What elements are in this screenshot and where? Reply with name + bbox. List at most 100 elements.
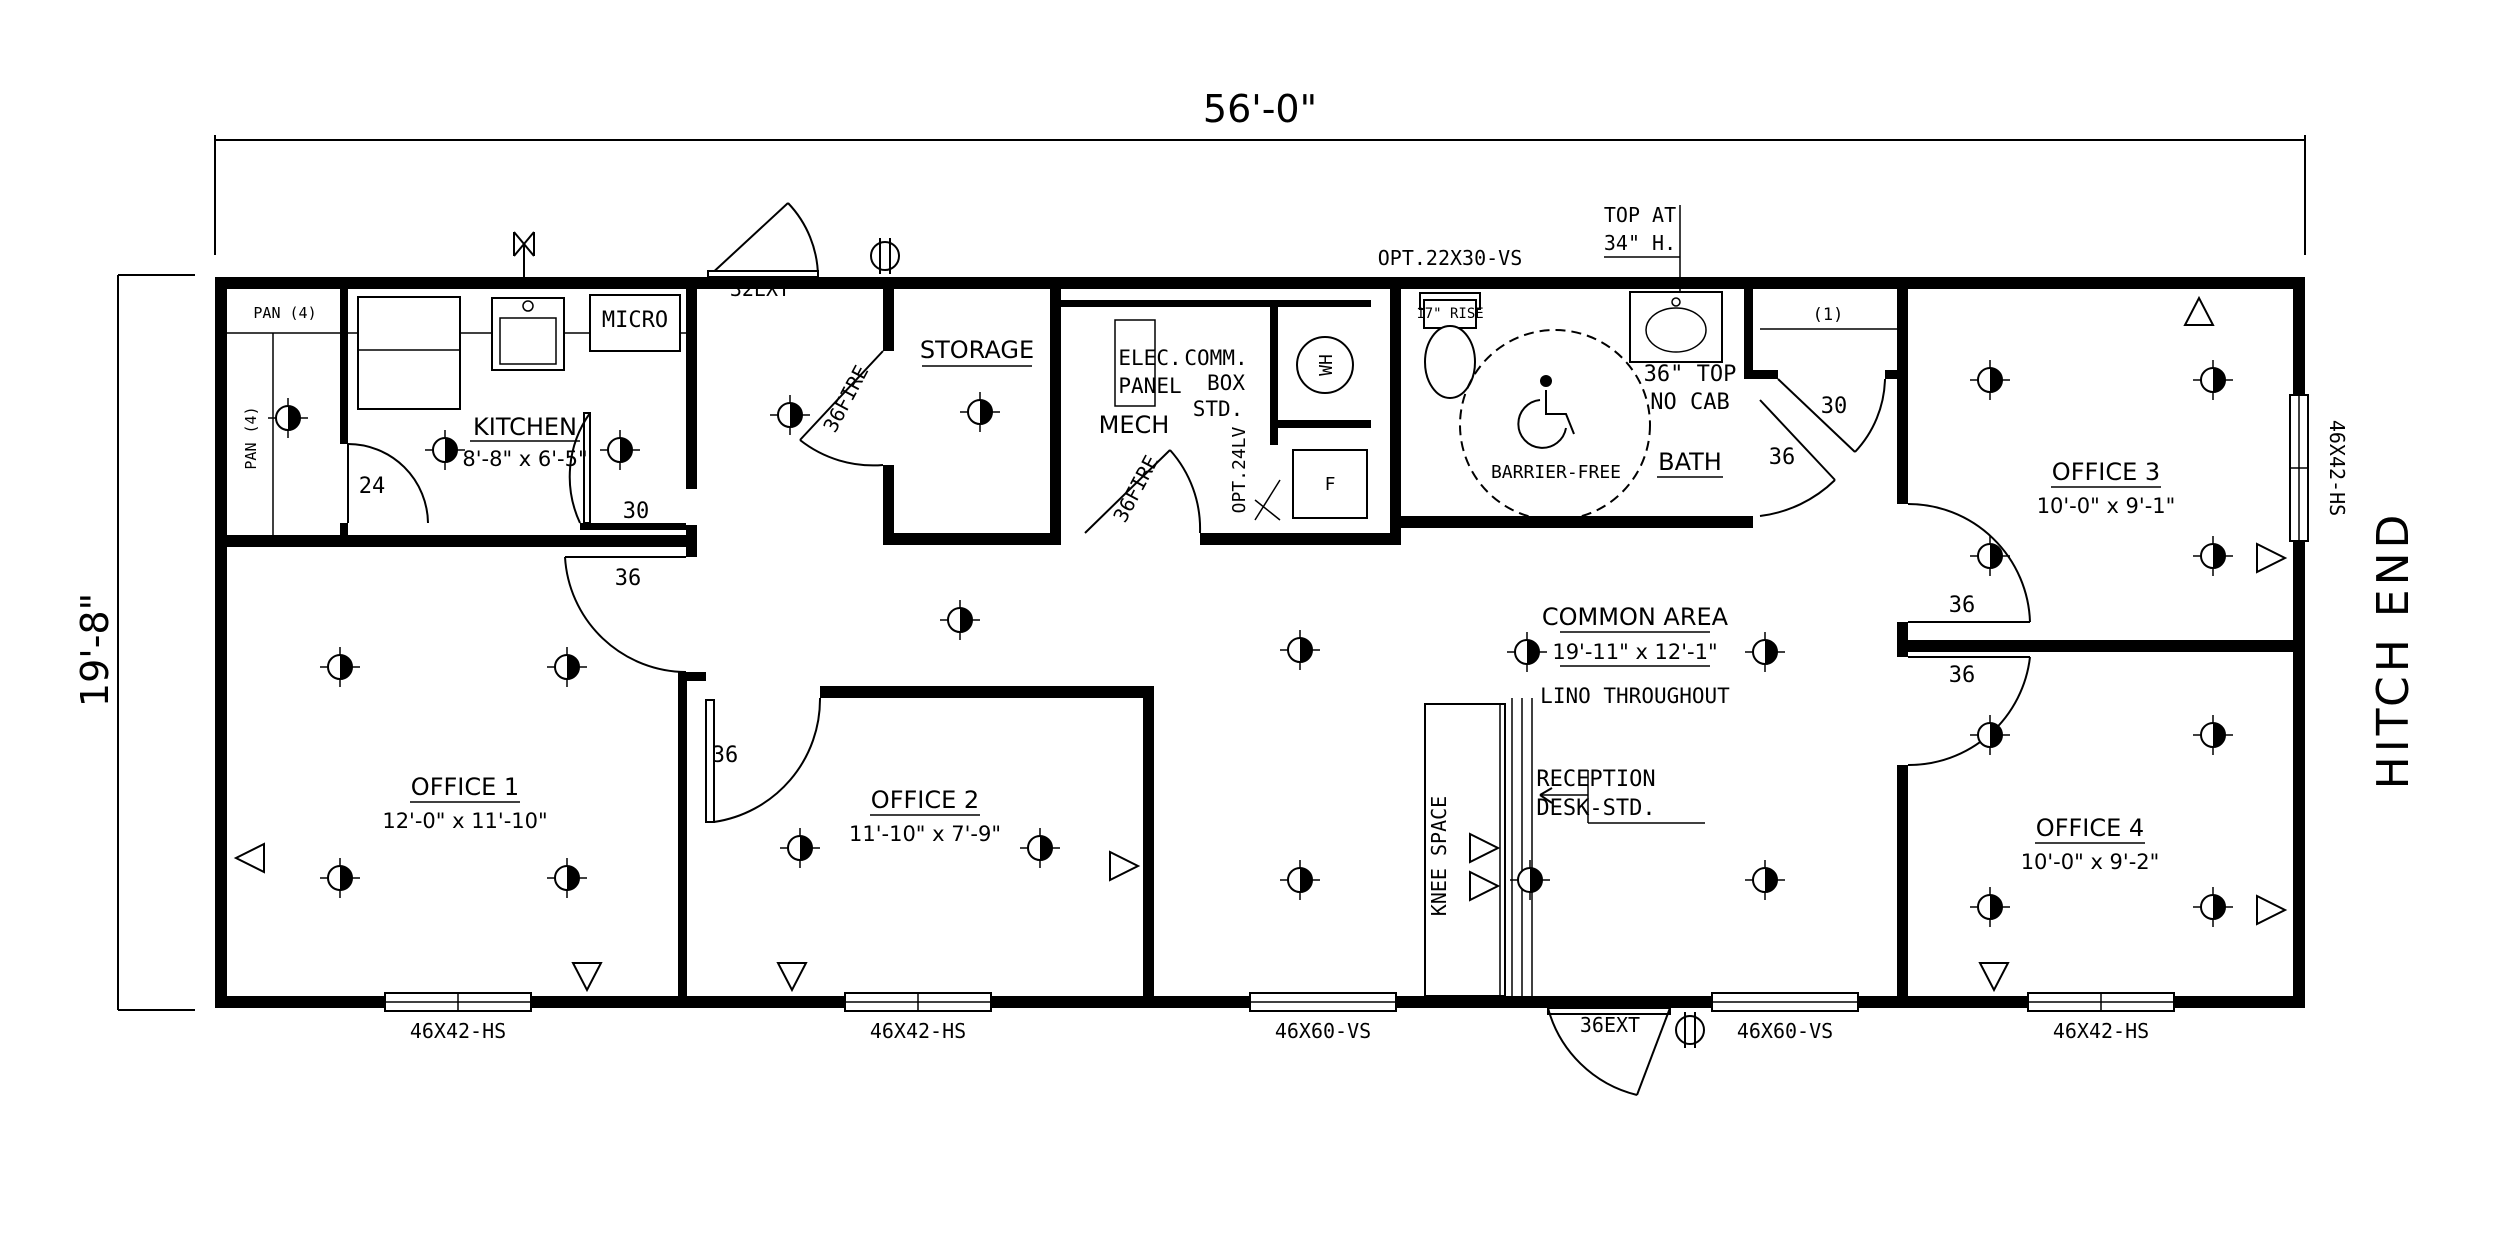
window-label-office-2: 46X42-HS	[870, 1019, 966, 1043]
hitch-end-label: HITCH END	[2368, 511, 2419, 790]
room-size-office-2: 11'-10" x 7'-9"	[849, 822, 1001, 846]
room-size-office-3: 10'-0" x 9'-1"	[2037, 494, 2176, 518]
opt-24lv-label: OPT.24LV	[1229, 426, 1250, 513]
toilet-rise-label: 17" RISE	[1416, 306, 1483, 322]
room-labels: KITCHEN 8'-8" x 6'-5" STORAGE MECH BATH …	[382, 336, 2175, 874]
kitchen-fixtures: PAN (4) PAN (4) MICRO	[227, 231, 686, 535]
room-name-office-2: OFFICE 2	[871, 786, 979, 814]
door-label-storage: 36FIRE	[818, 361, 873, 436]
depth-dimension: 19'-8"	[73, 274, 195, 1011]
gas-shutoff-icon	[513, 231, 535, 277]
door-label-ext-bottom: 36EXT	[1580, 1013, 1640, 1037]
room-size-office-1: 12'-0" x 11'-10"	[382, 809, 547, 833]
door-mech[interactable]: 36FIRE	[1084, 449, 1202, 534]
interior-walls	[227, 289, 2293, 996]
top-no-cab-label-2: NO CAB	[1650, 390, 1729, 415]
door-label-bath: 36	[1769, 445, 1796, 470]
outlet-symbols	[233, 295, 2288, 993]
room-name-bath: BATH	[1658, 448, 1722, 476]
reception-label-2: DESK-STD.	[1536, 796, 1655, 821]
door-label-kitchen: 30	[623, 499, 650, 524]
door-label-pantry: 24	[359, 474, 386, 499]
knee-space-label: KNEE SPACE	[1427, 796, 1451, 916]
window-label-common-left: 46X60-VS	[1275, 1019, 1371, 1043]
room-size-kitchen: 8'-8" x 6'-5"	[462, 447, 587, 471]
top-at-label-2: 34" H.	[1604, 231, 1676, 255]
window-label-common-right: 46X60-VS	[1737, 1019, 1833, 1043]
room-name-kitchen: KITCHEN	[473, 413, 577, 441]
bath-fixtures: OPT.22X30-VS 17" RISE BARRIER-FREE TOP A…	[1378, 203, 1898, 521]
hose-bib-icon	[1675, 1012, 1705, 1048]
elec-panel-label-2: PANEL	[1118, 374, 1181, 398]
hose-bib-icon	[870, 238, 900, 274]
turning-radius-circle	[1459, 329, 1651, 521]
window-common-right: 46X60-VS	[1711, 992, 1859, 1043]
water-heater-icon: WH	[1296, 336, 1354, 394]
room-name-common: COMMON AREA	[1542, 603, 1729, 631]
window-office-1: 46X42-HS	[384, 992, 532, 1043]
window-common-left: 46X60-VS	[1249, 992, 1397, 1043]
opt-vs-label: OPT.22X30-VS	[1378, 246, 1523, 270]
reception-desk: KNEE SPACE RECEPTION DESK-STD.	[1424, 698, 1705, 997]
door-exterior-top[interactable]: 32EXT	[707, 202, 819, 301]
door-label-ext-top: 32EXT	[730, 277, 790, 301]
light-fixtures	[268, 360, 2233, 927]
elec-panel-label-1: ELEC.	[1118, 346, 1181, 370]
door-kitchen[interactable]: 30	[568, 412, 650, 524]
room-name-office-3: OFFICE 3	[2052, 458, 2160, 486]
window-office-2: 46X42-HS	[844, 992, 992, 1043]
pan-side-label: PAN (4)	[242, 406, 260, 469]
room-name-office-1: OFFICE 1	[411, 773, 519, 801]
door-label-office-3: 36	[1949, 593, 1976, 618]
door-storage[interactable]: 36FIRE	[799, 350, 884, 467]
mech-fixtures: ELEC. PANEL COMM. BOX STD. WH F OPT.24LV	[1114, 319, 1368, 521]
windows: 46X42-HS 46X42-HS 46X60-VS 46X60-VS 46X4…	[384, 394, 2349, 1043]
pan-top-label: PAN (4)	[253, 304, 316, 322]
toilet-icon: 17" RISE	[1416, 299, 1484, 399]
water-heater-label: WH	[1316, 354, 1337, 376]
furnace-label: F	[1325, 474, 1336, 495]
room-name-mech: MECH	[1099, 411, 1170, 439]
door-pantry[interactable]: 24	[347, 443, 429, 524]
window-hitch-end: 46X42-HS	[2289, 394, 2349, 542]
width-dimension-label: 56'-0"	[1203, 87, 1317, 131]
furnace-icon: F	[1292, 449, 1368, 519]
window-label-office-4: 46X42-HS	[2053, 1019, 2149, 1043]
bath-shelf-label: (1)	[1813, 305, 1844, 325]
room-name-office-4: OFFICE 4	[2036, 814, 2144, 842]
common-floor-note: LINO THROUGHOUT	[1540, 684, 1730, 708]
comm-box-label-3: STD.	[1193, 397, 1244, 421]
room-size-office-4: 10'-0" x 9'-2"	[2021, 850, 2160, 874]
door-label-office-2: 36	[712, 743, 739, 768]
exterior-fixtures	[870, 238, 1705, 1048]
door-bath[interactable]: 36	[1759, 399, 1836, 517]
top-no-cab-label-1: 36" TOP	[1644, 362, 1737, 387]
range-icon	[357, 296, 461, 410]
door-office-1[interactable]: 36	[564, 556, 687, 673]
door-label-office-1: 36	[615, 566, 642, 591]
lavatory-icon	[1629, 291, 1723, 363]
comm-box-label-2: BOX	[1207, 371, 1245, 395]
window-office-4: 46X42-HS	[2027, 992, 2175, 1043]
room-size-common: 19'-11" x 12'-1"	[1552, 640, 1717, 664]
door-label-office-4: 36	[1949, 663, 1976, 688]
door-label-bath-inner: 30	[1821, 394, 1848, 419]
door-office-4[interactable]: 36	[1907, 656, 2031, 767]
door-label-mech: 36FIRE	[1108, 451, 1163, 526]
comm-box-label-1: COMM.	[1184, 346, 1247, 370]
width-dimension: 56'-0"	[214, 87, 2306, 255]
reception-label-1: RECEPTION	[1536, 767, 1655, 792]
sink-icon	[491, 297, 565, 371]
accessibility-icon	[1517, 375, 1575, 449]
window-label-office-1: 46X42-HS	[410, 1019, 506, 1043]
door-office-3[interactable]: 36	[1907, 503, 2031, 623]
window-label-hitch: 46X42-HS	[2325, 420, 2349, 516]
micro-label: MICRO	[602, 308, 668, 333]
door-bath-inner[interactable]: 30	[1777, 378, 1886, 453]
depth-dimension-label: 19'-8"	[73, 593, 117, 707]
door-exterior-bottom[interactable]: 36EXT	[1547, 1007, 1671, 1096]
barrier-free-label: BARRIER-FREE	[1491, 462, 1621, 483]
door-office-2[interactable]: 36	[705, 697, 822, 823]
room-name-storage: STORAGE	[920, 336, 1034, 364]
